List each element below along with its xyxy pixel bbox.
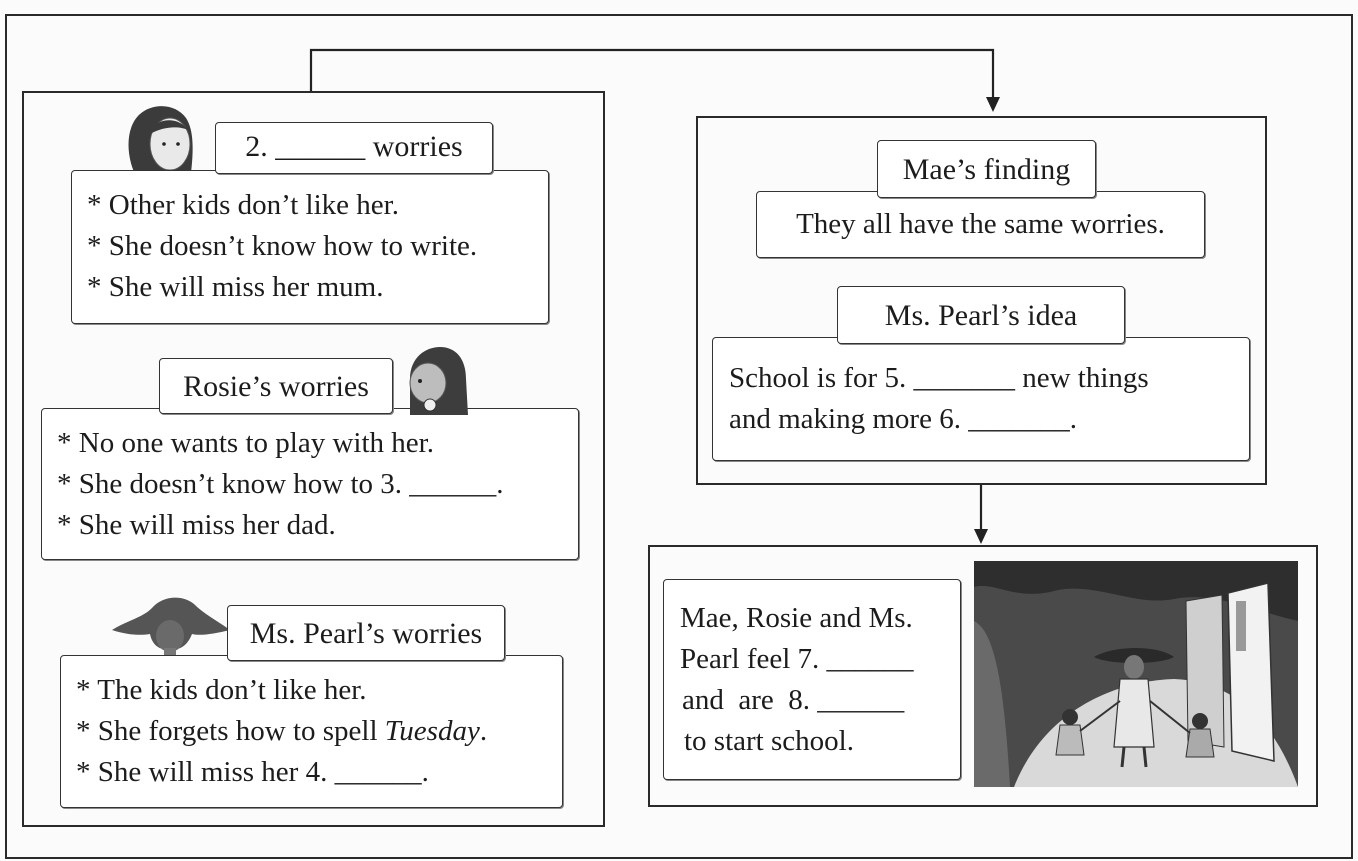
rosie-worry-3: * She will miss her dad. [57, 509, 336, 541]
rosie-worry-1: * No one wants to play with her. [57, 427, 434, 459]
conclusion-box: Mae, Rosie and Ms. Pearl feel 7. ______ … [663, 579, 961, 780]
conclusion-line-1: Mae, Rosie and Ms. [680, 602, 913, 634]
outer-frame [5, 14, 1353, 859]
conclusion-line-2: Pearl feel 7. ______ [680, 643, 914, 675]
finding-text: They all have the same worries. [796, 208, 1165, 240]
pearl-worries-box: * The kids don’t like her. * She forgets… [60, 655, 563, 808]
right-bottom-panel [648, 545, 1318, 807]
idea-line-2: and making more 6. _______. [729, 403, 1077, 435]
mae-worries-box: * Other kids don’t like her. * She doesn… [71, 170, 549, 324]
mae-worry-1: * Other kids don’t like her. [87, 189, 399, 221]
idea-line-1: School is for 5. _______ new things [729, 362, 1149, 394]
pearl-worry-1: * The kids don’t like her. [76, 674, 367, 706]
pearl-worry-2-prefix: * She forgets how to spell [76, 715, 385, 747]
pearl-figure-icon [112, 597, 230, 660]
pearl-worry-2-suffix: . [479, 715, 488, 747]
rosie-figure-icon [409, 347, 468, 415]
mae-worry-2: * She doesn’t know how to write. [87, 230, 478, 262]
conclusion-line-3: and are 8. ______ [682, 684, 905, 716]
right-top-panel [696, 116, 1267, 485]
finding-label: Mae’s finding [877, 140, 1096, 198]
left-panel [22, 91, 605, 827]
school-entrance-illustration [974, 561, 1298, 787]
rosie-worries-box: * No one wants to play with her. * She d… [41, 408, 579, 560]
finding-box: They all have the same worries. [756, 191, 1205, 258]
mae-worry-3: * She will miss her mum. [87, 271, 384, 303]
tuesday-word: Tuesday [384, 715, 480, 747]
rosie-worries-label: Rosie’s worries [159, 358, 393, 414]
conclusion-line-4: to start school. [684, 725, 854, 757]
pearl-worry-2: * She forgets how to spell Tuesday. [76, 715, 487, 748]
pearl-worries-label: Ms. Pearl’s worries [227, 605, 505, 661]
mae-worries-label: 2. ______ worries [215, 122, 493, 174]
rosie-worry-2: * She doesn’t know how to 3. ______. [57, 468, 504, 500]
pearl-worry-3: * She will miss her 4. ______. [76, 756, 429, 788]
idea-label: Ms. Pearl’s idea [837, 286, 1125, 344]
idea-box: School is for 5. _______ new things and … [712, 337, 1250, 461]
